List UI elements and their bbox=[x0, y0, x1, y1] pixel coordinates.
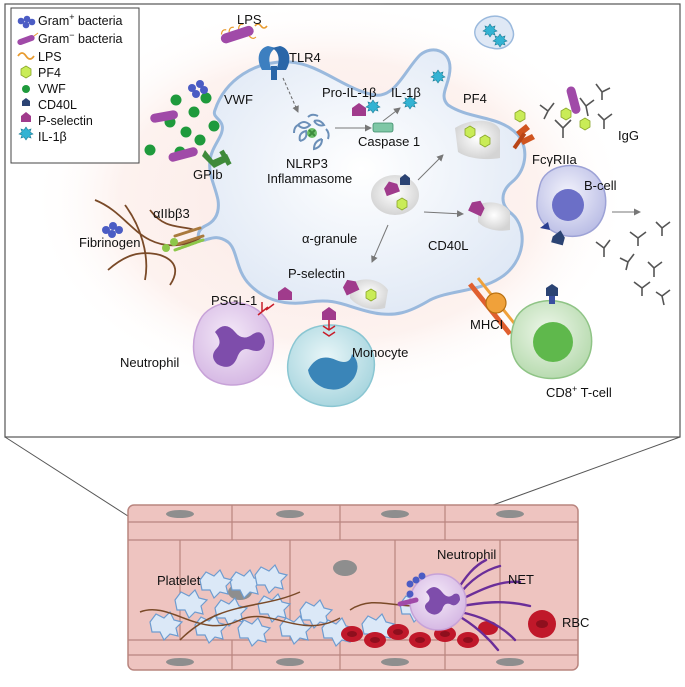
legend: Gram+ bacteria Gram− bacteria LPS PF4 VW… bbox=[10, 7, 140, 164]
il1b-inner bbox=[402, 95, 418, 110]
mhci-receptor-icon bbox=[468, 277, 520, 336]
label-pselectin: P-selectin bbox=[288, 266, 345, 281]
label-fcgr: FcγRIIa bbox=[532, 152, 578, 167]
granule-cd40l bbox=[400, 174, 410, 185]
cd40l-p-selectin bbox=[468, 200, 485, 217]
label-igg: IgG bbox=[618, 128, 639, 143]
granule-p-selectin bbox=[384, 181, 400, 197]
pf4-dot bbox=[514, 109, 526, 123]
cd8-t-cell bbox=[510, 284, 593, 380]
igg-pf4 bbox=[579, 117, 591, 131]
psgl1-p-selectin bbox=[278, 287, 292, 300]
legend-label-0: Gram+ bacteria bbox=[38, 12, 123, 28]
pselectin-protein bbox=[342, 279, 360, 296]
igg-pf4 bbox=[560, 107, 572, 121]
legend-label-3: PF4 bbox=[38, 66, 61, 80]
cd40l-icon bbox=[22, 98, 30, 106]
platelet-aggregate bbox=[149, 563, 452, 648]
nlrp3-inflammasome-icon bbox=[293, 113, 330, 151]
vessel-gram-negative bbox=[397, 597, 419, 607]
pf4-dot bbox=[479, 134, 491, 148]
psgl1-receptor-icon bbox=[257, 302, 275, 316]
tlr4-to-nlrp3-arrow bbox=[282, 77, 299, 113]
label-bcell: B-cell bbox=[584, 178, 617, 193]
vwf-icon bbox=[22, 85, 30, 93]
antibodies-released bbox=[595, 221, 671, 306]
gram-negative-bacteria bbox=[150, 86, 581, 162]
label-cd8-tcell: CD8+ T-cell bbox=[546, 384, 612, 400]
il1b-icon bbox=[18, 126, 34, 141]
granule-pf4 bbox=[396, 197, 408, 211]
label-neutrophil-vessel: Neutrophil bbox=[437, 547, 496, 562]
label-nlrp3: NLRP3 bbox=[286, 156, 328, 171]
il1b-vesicle bbox=[492, 33, 508, 48]
pf4-dot bbox=[464, 125, 476, 139]
label-platelet: Platelet bbox=[157, 573, 201, 588]
neutrophil-in-vessel bbox=[406, 572, 467, 631]
monocyte-p-selectin bbox=[322, 307, 336, 320]
pro-il1b-il1b bbox=[365, 99, 381, 114]
label-fibrinogen: Fibrinogen bbox=[79, 235, 140, 250]
legend-label-1: Gram− bacteria bbox=[38, 30, 123, 46]
arrow-to-pf4 bbox=[417, 154, 444, 181]
pf4-icon bbox=[20, 65, 32, 79]
label-psgl1: PSGL-1 bbox=[211, 293, 257, 308]
fibrinogen-fibers bbox=[94, 199, 201, 286]
monocyte-psgl1 bbox=[322, 320, 336, 337]
legend-label-4: VWF bbox=[38, 82, 66, 96]
label-cd40l: CD40L bbox=[428, 238, 468, 253]
fcgr-receptor-icon bbox=[512, 124, 535, 150]
b-cell bbox=[536, 164, 607, 246]
integrin-receptor-icon bbox=[162, 226, 205, 252]
pro-il1b-icon bbox=[352, 103, 366, 116]
legend-label-2: LPS bbox=[38, 50, 62, 64]
label-monocyte: Monocyte bbox=[352, 345, 408, 360]
caspase-to-il1b-arrow bbox=[382, 107, 401, 122]
caspase1-icon bbox=[372, 122, 394, 133]
legend-box bbox=[10, 7, 140, 164]
label-gpib: GPIb bbox=[193, 167, 223, 182]
alpha-granule-center bbox=[371, 175, 419, 215]
tlr4-receptor-icon bbox=[258, 46, 290, 80]
label-caspase1: Caspase 1 bbox=[358, 134, 420, 149]
lps-molecule-icon bbox=[254, 23, 268, 29]
arrow-to-pselectin bbox=[371, 224, 389, 263]
il1b-vesicle bbox=[482, 23, 498, 38]
gram-positive-cluster bbox=[102, 80, 208, 238]
arrow-to-cd40l bbox=[423, 210, 464, 218]
legend-label-5: CD40L bbox=[38, 98, 77, 112]
label-mhci: MHCI bbox=[470, 317, 503, 332]
label-rbc: RBC bbox=[562, 615, 589, 630]
lps-icon bbox=[17, 52, 35, 60]
lps-bacteria-icon bbox=[220, 23, 257, 44]
gram-positive-bacteria-icon bbox=[17, 15, 36, 29]
label-net: NET bbox=[508, 572, 534, 587]
monocyte-cell bbox=[286, 324, 376, 408]
legend-label-7: IL-1β bbox=[38, 130, 67, 144]
p-selectin-icon bbox=[21, 112, 31, 122]
label-lps: LPS bbox=[237, 12, 262, 27]
label-integrin: αIIbβ3 bbox=[153, 206, 190, 221]
pselectin-pf4 bbox=[365, 288, 377, 302]
gpib-receptor-icon bbox=[202, 149, 232, 168]
label-pf4: PF4 bbox=[463, 91, 487, 106]
legend-label-6: P-selectin bbox=[38, 114, 93, 128]
label-alpha-granule: α-granule bbox=[302, 231, 357, 246]
neutrophil-cell bbox=[192, 301, 274, 386]
igg-antibodies bbox=[539, 83, 613, 138]
label-vwf: VWF bbox=[224, 92, 253, 107]
label-neutrophil: Neutrophil bbox=[120, 355, 179, 370]
cd40l-granule bbox=[478, 202, 510, 231]
il1b-pseudopod bbox=[430, 69, 446, 84]
label-pro-il1b: Pro-IL-1β bbox=[322, 85, 376, 100]
label-inflammasome: Inflammasome bbox=[267, 171, 352, 186]
pf4-granule bbox=[455, 120, 500, 160]
activated-platelet bbox=[196, 48, 527, 316]
label-il1b: IL-1β bbox=[391, 85, 421, 100]
gram-negative-bacteria-icon bbox=[17, 32, 39, 46]
label-tlr4: TLR4 bbox=[289, 50, 321, 65]
